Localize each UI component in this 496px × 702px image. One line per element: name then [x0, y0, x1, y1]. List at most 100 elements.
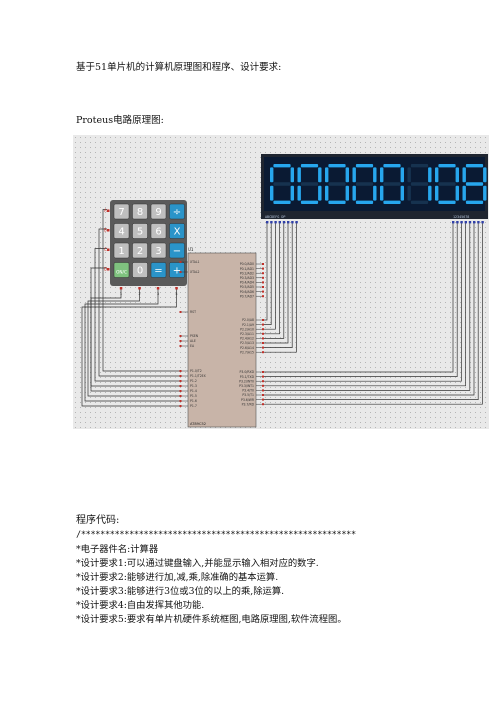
mcu-pin-label: P1.2	[190, 379, 197, 383]
digit-segment	[383, 200, 401, 204]
digit-segment	[373, 167, 377, 183]
mcu-pin	[262, 394, 264, 396]
digit-segment	[462, 185, 466, 201]
digit-segment	[410, 164, 429, 168]
display-pin	[460, 221, 463, 224]
mcu-pin-label: P1.0/T2	[190, 369, 202, 373]
mcu-pin-label: P3.6/WR	[241, 398, 255, 402]
mcu-pin-label: P1.1/T2EX	[190, 374, 207, 378]
digit-segment	[410, 200, 429, 204]
digit-segment	[383, 164, 401, 168]
keypad-key: ON/C	[113, 262, 130, 278]
digit-segment	[428, 167, 432, 183]
keypad-row-label: B	[104, 228, 107, 233]
display-digit	[462, 164, 487, 204]
key-label: 2	[137, 246, 143, 257]
requirement-line: *设计要求2:能够进行加,减,乘,除准确的基本运算.	[76, 572, 279, 583]
wire	[264, 223, 272, 325]
digit-segment	[438, 182, 456, 186]
wire	[264, 223, 471, 391]
display-pin	[291, 221, 294, 224]
key-label: 6	[155, 227, 161, 238]
mcu-pin-label: P0.3/AD3	[240, 276, 254, 280]
mcu-pin	[262, 371, 264, 373]
display-pin	[278, 221, 281, 224]
key-label: +	[173, 266, 181, 277]
mcu-pin-label: P3.1/TXD	[240, 375, 255, 379]
digit-segment	[483, 167, 487, 183]
mcu-pin	[179, 340, 182, 342]
wire	[90, 289, 180, 392]
wire	[94, 248, 180, 382]
digit-segment	[345, 185, 349, 201]
keypad-pin	[107, 229, 110, 232]
mcu-pin-label: P0.5/AD5	[240, 285, 254, 289]
display-digit	[380, 164, 404, 204]
display-pin	[477, 221, 480, 224]
mcu-pin-label: P1.4	[190, 389, 197, 393]
digit-segment	[438, 164, 456, 168]
digit-segment	[407, 185, 411, 201]
keypad-key: =	[150, 262, 167, 278]
display-digit	[325, 164, 349, 204]
mcu-pin-label: P2.7/A15	[240, 350, 254, 354]
digit-segment	[270, 167, 274, 183]
display-pin	[456, 221, 459, 224]
digit-segment	[438, 200, 456, 204]
key-label: ON/C	[116, 270, 127, 275]
key-label: =	[154, 266, 162, 277]
keypad-key: 6	[150, 223, 167, 239]
mcu-pin	[262, 403, 264, 406]
digit-segment	[435, 185, 439, 201]
display-pin	[464, 221, 467, 224]
wire	[264, 223, 280, 335]
code-heading: 程序代码:	[76, 515, 120, 526]
keypad-pin	[156, 287, 160, 290]
mcu-pin	[262, 332, 264, 335]
mcu-pin	[262, 380, 264, 383]
mcu-pin	[262, 389, 264, 392]
mcu-pin-label: P2.4/A12	[240, 337, 254, 341]
digit-segment	[300, 182, 319, 186]
keypad-col-label: 2	[138, 292, 140, 296]
keypad-key: 7	[113, 203, 130, 220]
seven-segment-display: ABCDEFG DP 12345678	[261, 154, 488, 224]
keypad-col-label: 4	[175, 292, 178, 296]
keypad-key: 1	[113, 242, 130, 259]
mcu-pin	[262, 272, 264, 275]
wire	[264, 223, 268, 321]
digit-segment	[400, 185, 404, 201]
digit-segment	[345, 167, 349, 183]
digit-segment	[328, 182, 346, 186]
mcu-pin-label: P3.5/T1	[242, 393, 254, 397]
mcu-pin-label: P1.5	[190, 394, 197, 398]
keypad-row-label: C	[104, 247, 107, 252]
keypad-key: 9	[150, 203, 167, 220]
mcu-pin	[262, 286, 264, 288]
keypad-pin	[107, 268, 110, 271]
digit-segment	[455, 167, 459, 183]
display-pin	[295, 221, 298, 224]
digit-segment	[380, 167, 384, 183]
wire	[84, 289, 180, 402]
mcu-pin	[262, 295, 264, 298]
mcu-pin-label: EA	[190, 344, 195, 348]
mcu-pin	[262, 384, 264, 387]
wire	[264, 223, 462, 382]
mcu-pin	[179, 395, 182, 397]
key-label: 9	[155, 207, 161, 218]
mcu-chip: U1 XTAL1XTAL2RSTPSENALEEAP1.0/T2P1.1/T2E…	[179, 247, 264, 428]
digit-segment	[355, 200, 374, 204]
mcu-pin	[262, 398, 264, 401]
display-label-digits: 12345678	[453, 215, 469, 219]
mcu-pin	[179, 335, 182, 337]
wire	[264, 223, 466, 387]
mcu-pin	[179, 400, 182, 402]
mcu-pin	[179, 390, 182, 392]
mcu-pin	[262, 281, 264, 284]
mcu-pin-label: PSEN	[190, 334, 199, 338]
mcu-pin-label: P2.6/A14	[240, 346, 254, 350]
digit-segment	[410, 182, 429, 186]
wire	[264, 223, 479, 400]
